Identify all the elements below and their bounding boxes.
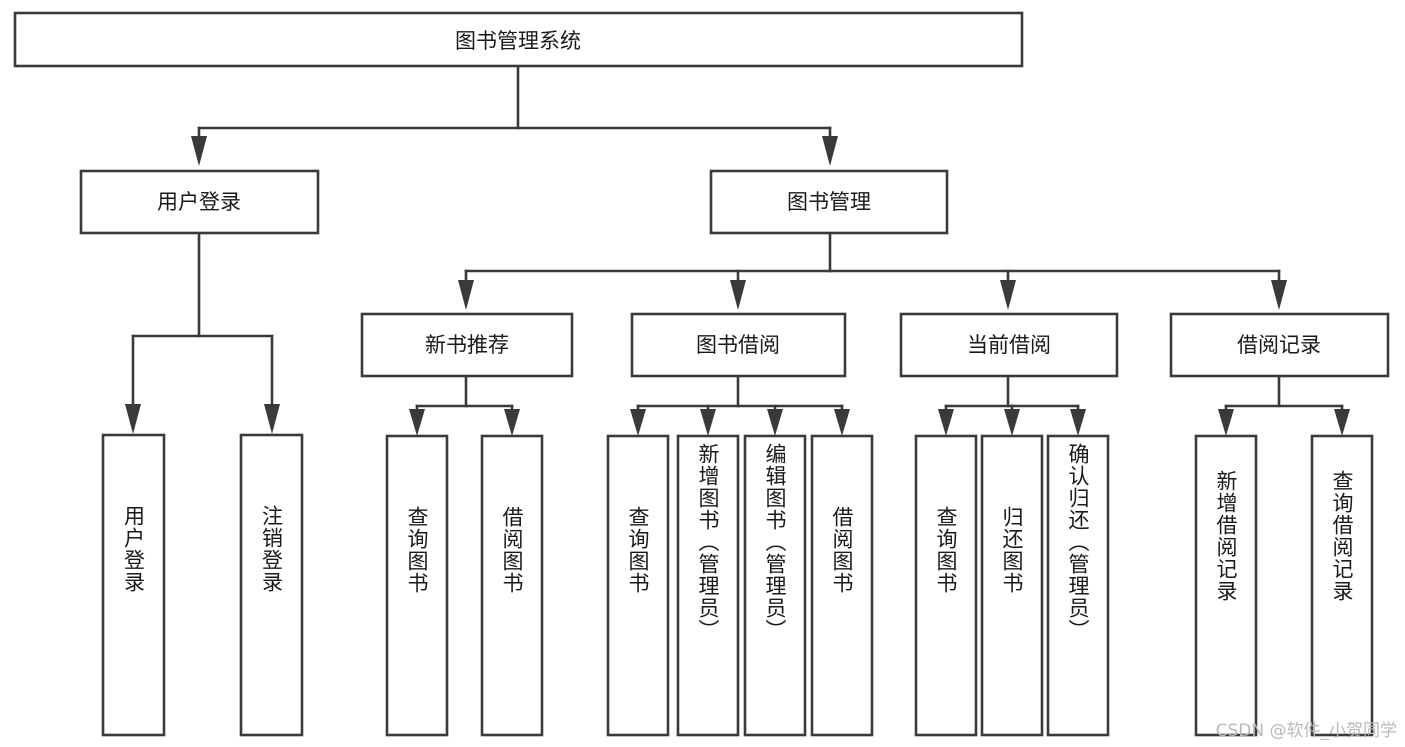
node-label-new-book-recommend: 新书推荐 bbox=[425, 333, 509, 357]
node-label-user-login: 用户登录 bbox=[157, 190, 241, 214]
arrow-head-new-book-recommend bbox=[458, 280, 474, 310]
leaf-label-wrap-borrow-book-2: 借阅图书 bbox=[812, 506, 872, 735]
node-box-root[interactable] bbox=[13, 11, 1024, 68]
leaf-label-add-record: 新增借阅记录 bbox=[1214, 470, 1239, 602]
node-box-book-manage[interactable] bbox=[709, 169, 949, 235]
node-label-root: 图书管理系统 bbox=[455, 29, 581, 53]
leaf-label-query-book-2: 查询图书 bbox=[626, 506, 651, 594]
node-box-new-book-recommend[interactable] bbox=[360, 312, 574, 378]
leaf-label-wrap-logout: 注销登录 bbox=[241, 505, 302, 735]
node-box-leaf-user-login[interactable] bbox=[101, 433, 166, 737]
node-box-leaf-query-book-1[interactable] bbox=[385, 434, 449, 737]
leaf-label-edit-book: 编辑图书（管理员） bbox=[763, 443, 788, 641]
arrow-head-current-borrow bbox=[1000, 280, 1016, 310]
arrow-head-leaf-query-book-1 bbox=[409, 409, 425, 436]
leaf-label-wrap-edit-book: 编辑图书（管理员） bbox=[745, 443, 805, 735]
arrow-head-leaf-logout bbox=[264, 404, 280, 434]
leaf-label-add-book: 新增图书（管理员） bbox=[696, 443, 721, 641]
node-box-borrow-record[interactable] bbox=[1169, 312, 1390, 378]
node-label-current-borrow: 当前借阅 bbox=[967, 333, 1051, 357]
arrow-head-leaf-confirm-return bbox=[1070, 409, 1086, 436]
arrow-head-leaf-borrow-book-2 bbox=[834, 409, 850, 436]
node-box-leaf-edit-book[interactable] bbox=[743, 434, 807, 737]
leaf-label-return-book: 归还图书 bbox=[1000, 506, 1025, 594]
connector-group-user-login bbox=[125, 231, 280, 434]
node-box-leaf-borrow-book-1[interactable] bbox=[480, 434, 544, 737]
leaf-label-borrow-book-1: 借阅图书 bbox=[500, 506, 525, 594]
connector-group-book-borrow bbox=[630, 374, 850, 436]
leaf-label-query-book-3: 查询图书 bbox=[934, 506, 959, 594]
arrow-head-leaf-edit-book bbox=[767, 409, 783, 436]
leaf-label-wrap-confirm-return: 确认归还（管理员） bbox=[1048, 443, 1108, 735]
leaf-label-logout: 注销登录 bbox=[259, 505, 284, 593]
connector-group-current-borrow bbox=[938, 374, 1086, 436]
node-box-leaf-query-record[interactable] bbox=[1310, 434, 1374, 737]
leaf-label-wrap-query-book-3: 查询图书 bbox=[916, 506, 976, 735]
node-label-book-manage: 图书管理 bbox=[787, 190, 871, 214]
arrow-head-leaf-add-book bbox=[700, 409, 716, 436]
leaf-label-wrap-user-login: 用户登录 bbox=[103, 505, 164, 735]
arrow-head-leaf-query-book-2 bbox=[630, 409, 646, 436]
node-box-user-login[interactable] bbox=[79, 169, 320, 235]
node-box-leaf-borrow-book-2[interactable] bbox=[810, 434, 874, 737]
connector-group-root bbox=[191, 64, 838, 166]
leaf-label-wrap-add-book: 新增图书（管理员） bbox=[678, 443, 738, 735]
node-box-leaf-confirm-return[interactable] bbox=[1046, 434, 1110, 737]
arrow-head-leaf-user-login bbox=[125, 404, 141, 434]
arrow-head-leaf-borrow-book-1 bbox=[504, 409, 520, 436]
node-box-leaf-return-book[interactable] bbox=[980, 434, 1044, 737]
node-box-leaf-add-record[interactable] bbox=[1194, 434, 1258, 737]
arrow-head-borrow-record bbox=[1271, 280, 1287, 310]
leaf-label-borrow-book-2: 借阅图书 bbox=[830, 506, 855, 594]
node-label-borrow-record: 借阅记录 bbox=[1237, 333, 1321, 357]
leaf-label-user-login: 用户登录 bbox=[121, 505, 146, 593]
node-box-leaf-add-book[interactable] bbox=[676, 434, 740, 737]
leaf-label-wrap-query-book-2: 查询图书 bbox=[608, 506, 668, 735]
connector-group-borrow-record bbox=[1218, 374, 1350, 436]
leaf-label-wrap-query-record: 查询借阅记录 bbox=[1312, 470, 1372, 735]
arrow-head-leaf-query-record bbox=[1334, 409, 1350, 436]
arrow-head-user-login bbox=[191, 136, 207, 166]
node-label-book-borrow: 图书借阅 bbox=[696, 333, 780, 357]
node-box-leaf-query-book-3[interactable] bbox=[914, 434, 978, 737]
leaf-label-wrap-borrow-book-1: 借阅图书 bbox=[482, 506, 542, 735]
arrow-head-book-borrow bbox=[730, 280, 746, 310]
leaf-label-confirm-return: 确认归还（管理员） bbox=[1066, 443, 1091, 641]
node-box-book-borrow[interactable] bbox=[630, 312, 847, 378]
node-box-leaf-logout[interactable] bbox=[239, 433, 304, 737]
connector-group-book-manage bbox=[458, 231, 1287, 310]
leaf-label-wrap-add-record: 新增借阅记录 bbox=[1196, 470, 1256, 735]
arrow-head-leaf-add-record bbox=[1218, 409, 1234, 436]
leaf-label-wrap-query-book-1: 查询图书 bbox=[387, 506, 447, 735]
arrow-head-book-manage bbox=[822, 136, 838, 166]
leaf-label-query-book-1: 查询图书 bbox=[405, 506, 430, 594]
arrow-head-leaf-return-book bbox=[1004, 409, 1020, 436]
leaf-label-query-record: 查询借阅记录 bbox=[1330, 470, 1355, 602]
leaf-label-wrap-return-book: 归还图书 bbox=[982, 506, 1042, 735]
arrow-head-leaf-query-book-3 bbox=[938, 409, 954, 436]
connector-group-new-book-recommend bbox=[409, 374, 520, 436]
node-box-leaf-query-book-2[interactable] bbox=[606, 434, 670, 737]
node-box-current-borrow[interactable] bbox=[899, 312, 1119, 378]
